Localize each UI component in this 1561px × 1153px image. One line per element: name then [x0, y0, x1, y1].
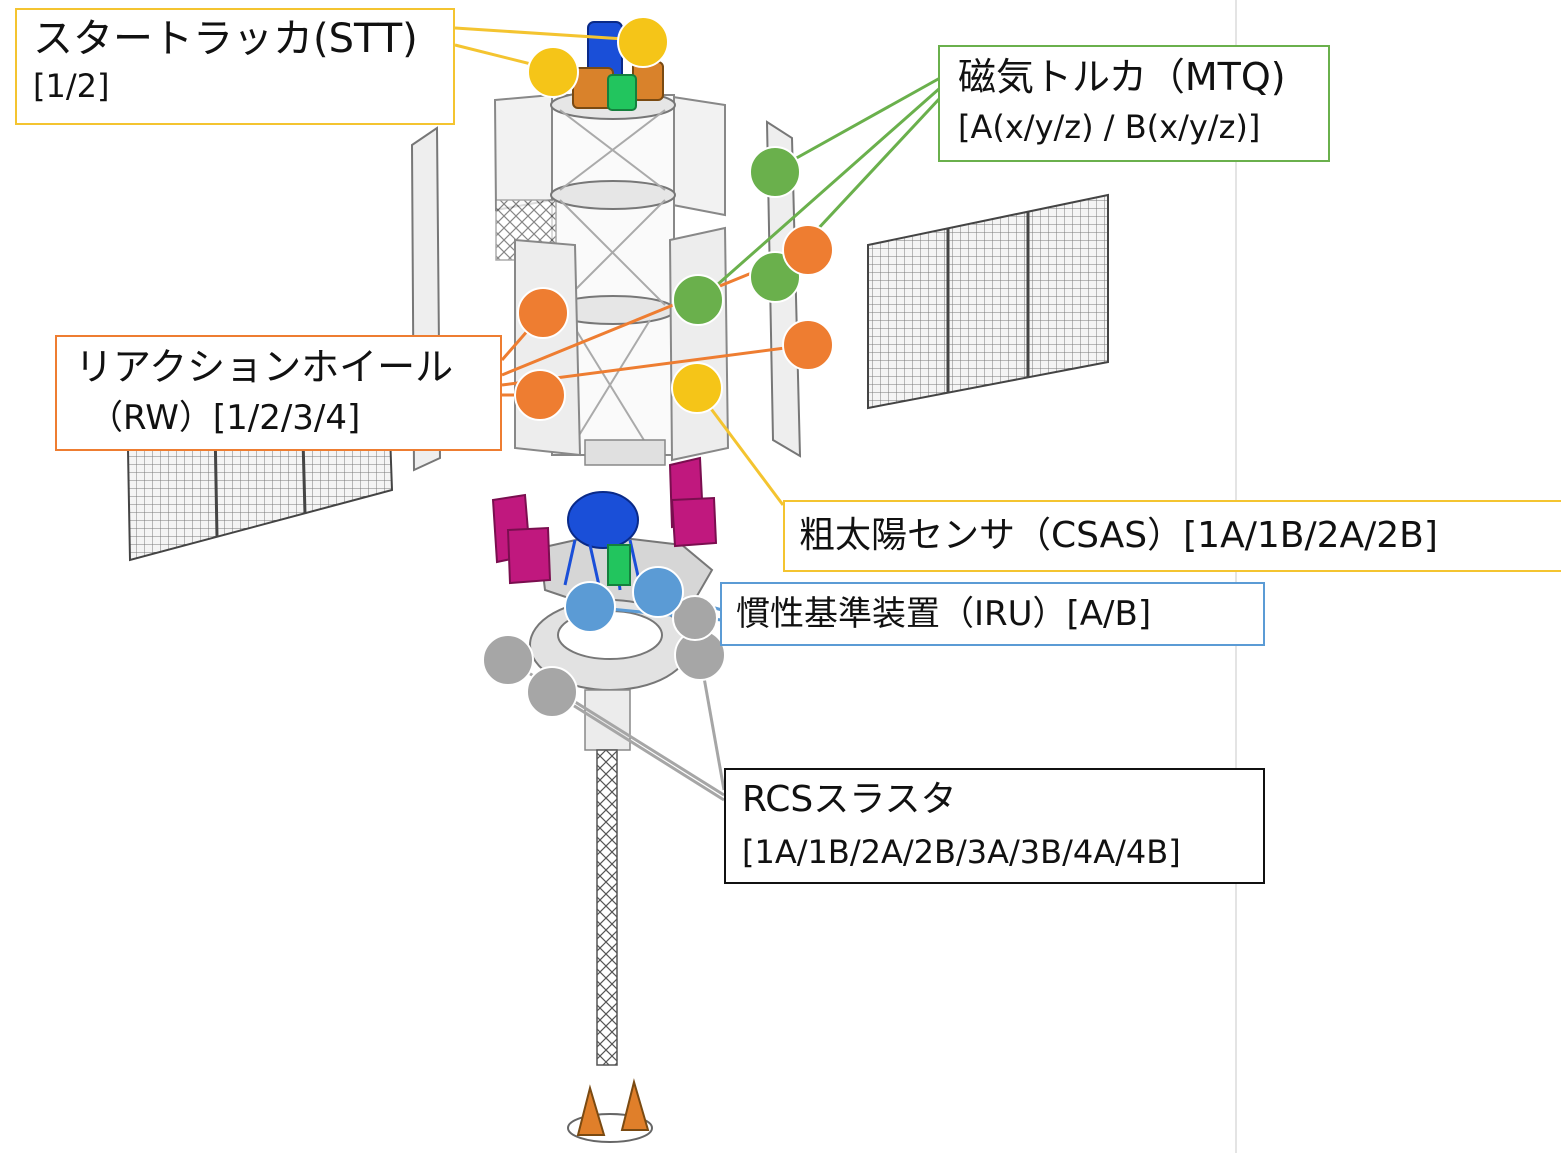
right-solar-array	[867, 193, 1109, 410]
rw-marker-1	[517, 287, 569, 339]
truss-boom	[596, 749, 618, 1066]
rcs-marker-4	[672, 595, 718, 641]
inertial-reference-unit-label: 慣性基準装置（IRU）[A/B]	[720, 582, 1265, 646]
stt-marker-1	[617, 16, 669, 68]
rcs-thruster-label: RCSスラスタ [1A/1B/2A/2B/3A/3B/4A/4B]	[724, 768, 1265, 884]
mtq-marker-1	[749, 146, 801, 198]
coarse-sun-sensor-label: 粗太陽センサ（CSAS）[1A/1B/2A/2B]	[783, 500, 1561, 572]
rw-marker-2	[782, 224, 834, 276]
markers	[482, 16, 834, 718]
coarse-sun-sensor-title: 粗太陽センサ（CSAS）[1A/1B/2A/2B]	[799, 515, 1438, 556]
rcs-thruster-units: [1A/1B/2A/2B/3A/3B/4A/4B]	[742, 833, 1181, 871]
rw-marker-4	[514, 369, 566, 421]
boom-tip	[567, 1078, 653, 1143]
inertial-reference-unit-title: 慣性基準装置（IRU）[A/B]	[736, 594, 1152, 634]
reaction-wheel-label: リアクションホイール （RW）[1/2/3/4]	[55, 335, 502, 451]
mtq-marker-3	[672, 274, 724, 326]
star-tracker-label: スタートラッカ(STT) [1/2]	[15, 8, 455, 125]
magnetorquer-label: 磁気トルカ（MTQ) [A(x/y/z) / B(x/y/z)]	[938, 45, 1330, 162]
rw-marker-3	[782, 319, 834, 371]
star-tracker-title: スタートラッカ(STT)	[33, 16, 418, 62]
reaction-wheel-title: リアクションホイール	[75, 345, 454, 389]
iru-marker-2	[632, 566, 684, 618]
rcs-thruster-title: RCSスラスタ	[742, 779, 957, 820]
star-tracker-units: [1/2]	[33, 67, 110, 105]
iru-marker-1	[564, 581, 616, 633]
rcs-marker-1	[482, 634, 534, 686]
csas-marker	[671, 362, 723, 414]
reaction-wheel-units: （RW）[1/2/3/4]	[89, 398, 361, 438]
magnetorquer-title: 磁気トルカ（MTQ)	[958, 55, 1286, 99]
stt-marker-2	[527, 46, 579, 98]
magnetorquer-units: [A(x/y/z) / B(x/y/z)]	[958, 108, 1261, 146]
rcs-marker-2	[526, 666, 578, 718]
